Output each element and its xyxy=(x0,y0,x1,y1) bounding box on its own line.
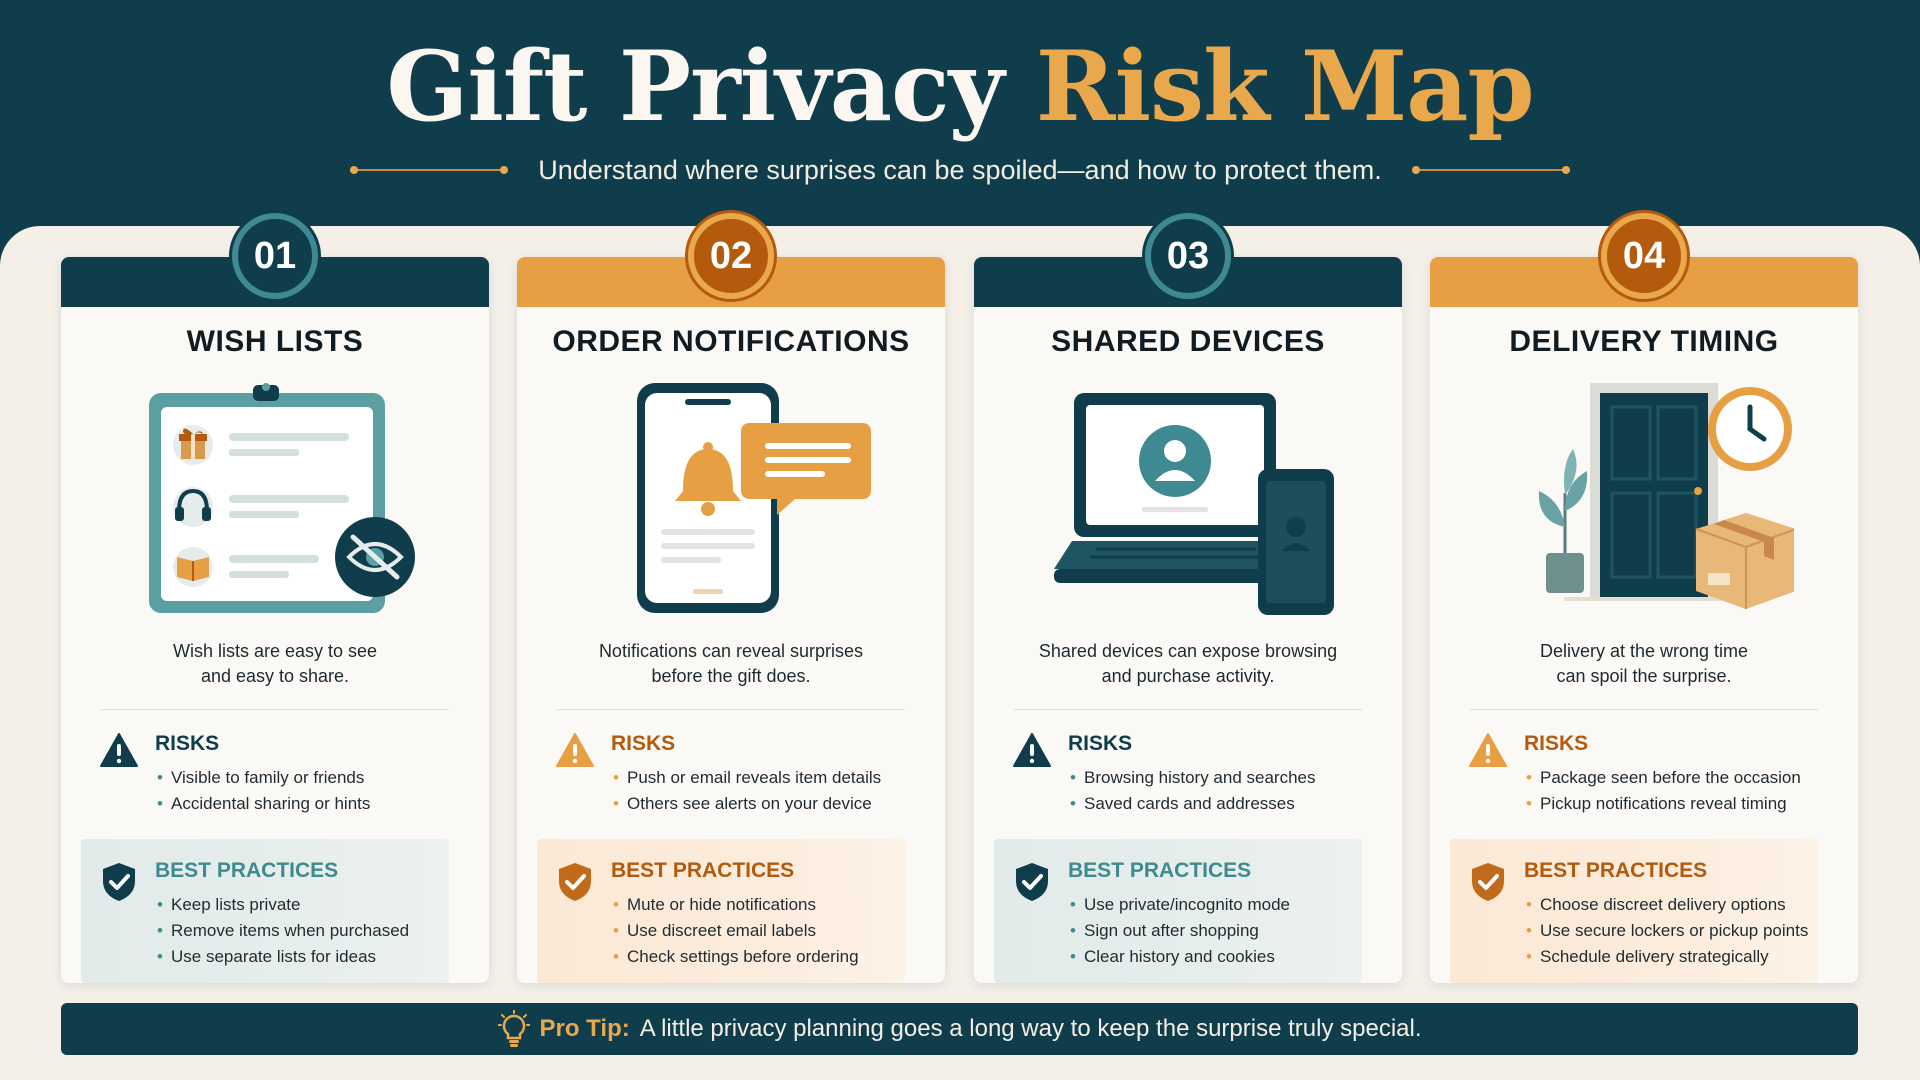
risk-item: Saved cards and addresses xyxy=(1068,791,1388,817)
warning-icon xyxy=(100,733,138,767)
practice-item: Use discreet email labels xyxy=(611,918,931,944)
card-description: Shared devices can expose browsing and pu… xyxy=(1004,639,1372,689)
card-title: DELIVERY TIMING xyxy=(1509,325,1779,358)
card-description: Wish lists are easy to see and easy to sh… xyxy=(91,639,459,689)
risk-item: Pickup notifications reveal timing xyxy=(1524,791,1844,817)
subtitle-row: Understand where surprises can be spoile… xyxy=(0,150,1920,190)
risks-heading: RISKS xyxy=(611,732,676,755)
left-rule-divider xyxy=(350,166,509,174)
right-rule-divider xyxy=(1411,166,1570,174)
best-practices-heading: BEST PRACTICES xyxy=(1068,859,1252,882)
card-order-notifications: 02 ORDER NOTIFICATIONS Notifications can… xyxy=(517,213,945,983)
card-shared-devices: 03 SHARED DEVICES Shared devices can exp… xyxy=(974,213,1402,983)
card-delivery-timing: 04 DELIVERY TIMING Delivery at the wrong… xyxy=(1430,213,1858,983)
card-number-badge: 03 xyxy=(1145,213,1231,299)
risk-item: Accidental sharing or hints xyxy=(155,791,475,817)
lightbulb-icon xyxy=(497,1010,530,1047)
risks-heading: RISKS xyxy=(1068,732,1133,755)
warning-icon xyxy=(1469,733,1507,767)
header: Gift Privacy Risk Map Understand where s… xyxy=(0,0,1920,230)
door-package-icon xyxy=(1538,383,1794,609)
risk-item: Others see alerts on your device xyxy=(611,791,931,817)
warning-icon xyxy=(556,733,594,767)
card-divider xyxy=(557,709,905,710)
practice-item: Clear history and cookies xyxy=(1068,944,1388,970)
title-accent: Risk Map xyxy=(1035,30,1535,143)
card-divider xyxy=(101,709,449,710)
card-description-line-1: Notifications can reveal surprises xyxy=(598,641,864,661)
card-title: WISH LISTS xyxy=(186,325,364,358)
risk-item: Package seen before the occasion xyxy=(1524,765,1844,791)
card-description: Delivery at the wrong time can spoil the … xyxy=(1460,639,1828,689)
practice-item: Mute or hide notifications xyxy=(611,892,931,918)
risks-list: Browsing history and searches Saved card… xyxy=(1068,765,1388,817)
best-practices-list: Choose discreet delivery options Use sec… xyxy=(1524,892,1844,970)
card-divider xyxy=(1014,709,1362,710)
shield-check-icon xyxy=(559,863,591,901)
card-description: Notifications can reveal surprises before… xyxy=(547,639,915,689)
risks-heading: RISKS xyxy=(155,732,220,755)
practice-item: Check settings before ordering xyxy=(611,944,931,970)
best-practices-heading: BEST PRACTICES xyxy=(155,859,339,882)
risks-list: Push or email reveals item details Other… xyxy=(611,765,931,817)
risk-item: Push or email reveals item details xyxy=(611,765,931,791)
best-practices-list: Mute or hide notifications Use discreet … xyxy=(611,892,931,970)
page-title: Gift Privacy Risk Map xyxy=(0,30,1920,143)
card-description-line-1: Delivery at the wrong time xyxy=(1539,641,1749,661)
risks-heading: RISKS xyxy=(1524,732,1589,755)
practice-item: Remove items when purchased xyxy=(155,918,475,944)
best-practices-heading: BEST PRACTICES xyxy=(611,859,795,882)
laptop-phone-icon xyxy=(1054,393,1334,615)
risk-item: Browsing history and searches xyxy=(1068,765,1388,791)
risks-list: Package seen before the occasion Pickup … xyxy=(1524,765,1844,817)
practice-item: Use secure lockers or pickup points xyxy=(1524,918,1844,944)
practice-item: Use separate lists for ideas xyxy=(155,944,475,970)
best-practices-list: Use private/incognito mode Sign out afte… xyxy=(1068,892,1388,970)
pro-tip-label: Pro Tip: xyxy=(539,1015,630,1042)
card-description-line-2: before the gift does. xyxy=(651,666,811,686)
card-wish-lists: 01 WISH LISTS Wish lists are easy to see… xyxy=(61,213,489,983)
wishlist-clipboard-icon xyxy=(149,383,415,613)
title-main: Gift Privacy xyxy=(386,30,1004,143)
card-description-line-1: Wish lists are easy to see xyxy=(172,641,378,661)
card-number-badge: 02 xyxy=(688,213,774,299)
card-title: ORDER NOTIFICATIONS xyxy=(552,325,910,358)
card-divider xyxy=(1470,709,1818,710)
best-practices-list: Keep lists private Remove items when pur… xyxy=(155,892,475,970)
shield-check-icon xyxy=(103,863,135,901)
practice-item: Sign out after shopping xyxy=(1068,918,1388,944)
practice-item: Choose discreet delivery options xyxy=(1524,892,1844,918)
card-title: SHARED DEVICES xyxy=(1051,325,1325,358)
phone-bell-icon xyxy=(637,383,871,613)
practice-item: Schedule delivery strategically xyxy=(1524,944,1844,970)
card-number-badge: 04 xyxy=(1601,213,1687,299)
warning-icon xyxy=(1013,733,1051,767)
card-description-line-2: and purchase activity. xyxy=(1101,666,1275,686)
card-number-badge: 01 xyxy=(232,213,318,299)
best-practices-heading: BEST PRACTICES xyxy=(1524,859,1708,882)
pro-tip-banner: Pro Tip: A little privacy planning goes … xyxy=(61,1003,1858,1055)
shield-check-icon xyxy=(1016,863,1048,901)
risks-list: Visible to family or friends Accidental … xyxy=(155,765,475,817)
risk-item: Visible to family or friends xyxy=(155,765,475,791)
card-description-line-2: can spoil the surprise. xyxy=(1556,666,1732,686)
subtitle: Understand where surprises can be spoile… xyxy=(538,154,1382,185)
card-description-line-2: and easy to share. xyxy=(200,666,350,686)
practice-item: Use private/incognito mode xyxy=(1068,892,1388,918)
practice-item: Keep lists private xyxy=(155,892,475,918)
card-description-line-1: Shared devices can expose browsing xyxy=(1038,641,1338,661)
shield-check-icon xyxy=(1472,863,1504,901)
pro-tip-text: A little privacy planning goes a long wa… xyxy=(639,1015,1422,1042)
